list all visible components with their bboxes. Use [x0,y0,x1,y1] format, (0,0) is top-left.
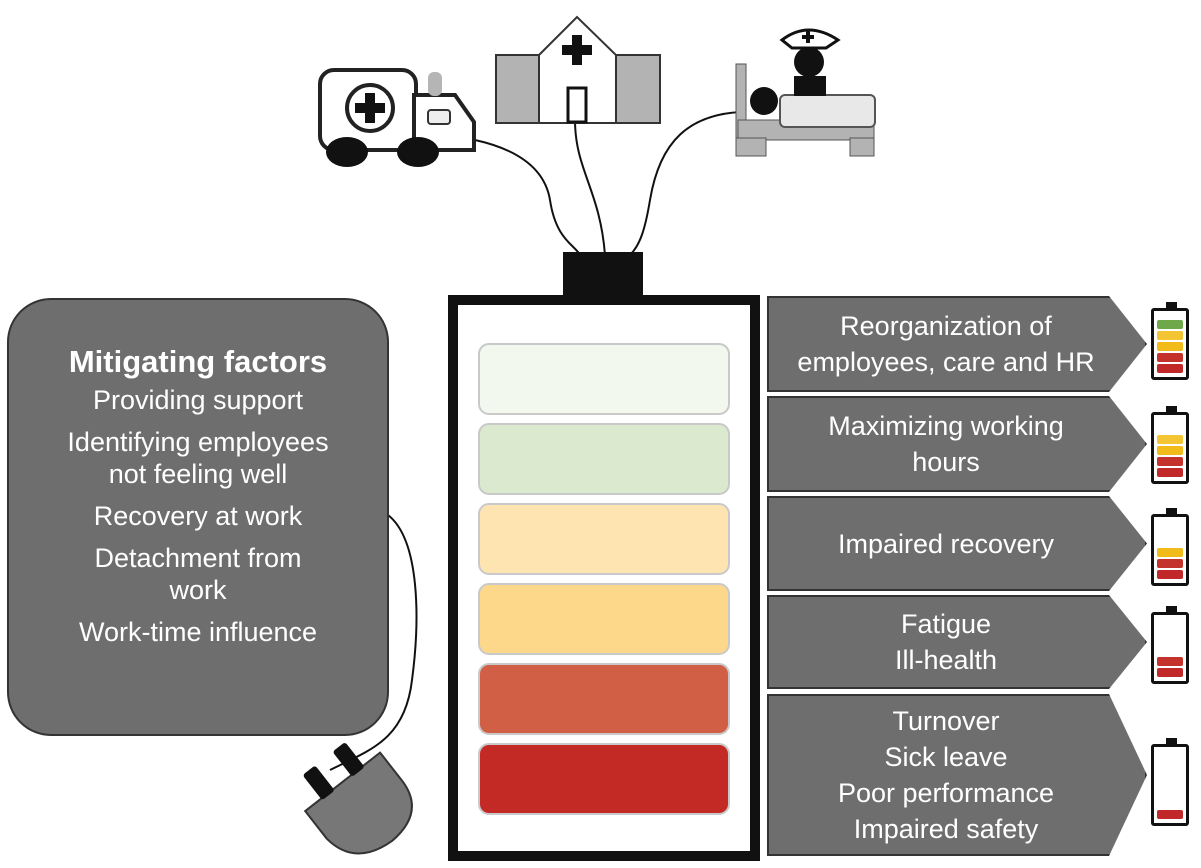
battery-level-icon [1151,406,1189,484]
battery-level-bar [1157,364,1183,373]
nurse-bed-icon [735,28,876,157]
stage-line: Sick leave [884,742,1008,772]
stage-line: Turnover [892,706,1000,736]
mitigating-factor-item: work [169,575,227,605]
ambulance-icon [318,68,476,167]
stage-line: Maximizing working [828,411,1064,441]
battery-level-bar [1157,320,1183,329]
battery-level-bar [1157,668,1183,677]
battery-level-bar [1157,331,1183,340]
battery-cell [478,583,730,655]
battery-level-bar [1157,810,1183,819]
stage-label: Maximizing working hours [767,396,1147,492]
mitigating-factor-item: Identifying employees [67,427,329,457]
battery-level-bar [1157,457,1183,466]
battery-level-bar [1157,446,1183,455]
battery-level-icon [1151,302,1189,380]
stage-label: Impaired recovery [767,496,1147,591]
battery-cell [478,423,730,495]
stage-line: Impaired recovery [837,528,1055,559]
stage-line: Impaired safety [853,814,1039,844]
stage-line: Fatigue [900,609,992,639]
battery-cell [478,663,730,735]
stage-line: Poor performance [837,778,1055,808]
stage-line: employees, care and HR [797,347,1095,377]
battery-level-bar [1157,559,1183,568]
stage-line: Reorganization of [840,311,1052,341]
mitigating-factor-item: not feeling well [108,459,288,489]
battery-level-bar [1157,468,1183,477]
battery-level-icon [1151,606,1189,684]
stage-line: hours [912,447,980,477]
mitigating-factor-item: Work-time influence [78,617,318,647]
mitigating-factor-item: Providing support [92,385,304,415]
battery-level-icon [1151,738,1189,826]
battery-level-bar [1157,353,1183,362]
battery-level-bar [1157,570,1183,579]
battery-cell [478,743,730,815]
plug-icon [303,743,413,855]
battery-level-icon [1151,508,1189,586]
battery-level-bar [1157,548,1183,557]
hospital-icon [495,15,661,124]
mitigating-factors-title: Mitigating factors [68,344,328,379]
mitigating-factor-item: Recovery at work [93,501,303,531]
stage-label: Reorganization of employees, care and HR [767,296,1147,392]
battery-level-bar [1157,657,1183,666]
battery-level-bar [1157,342,1183,351]
mitigating-factor-item: Detachment from [94,543,302,573]
battery-cell [478,343,730,415]
stage-line: Ill-health [894,645,998,675]
battery-cell [478,503,730,575]
battery-level-bar [1157,435,1183,444]
central-battery [448,252,760,861]
